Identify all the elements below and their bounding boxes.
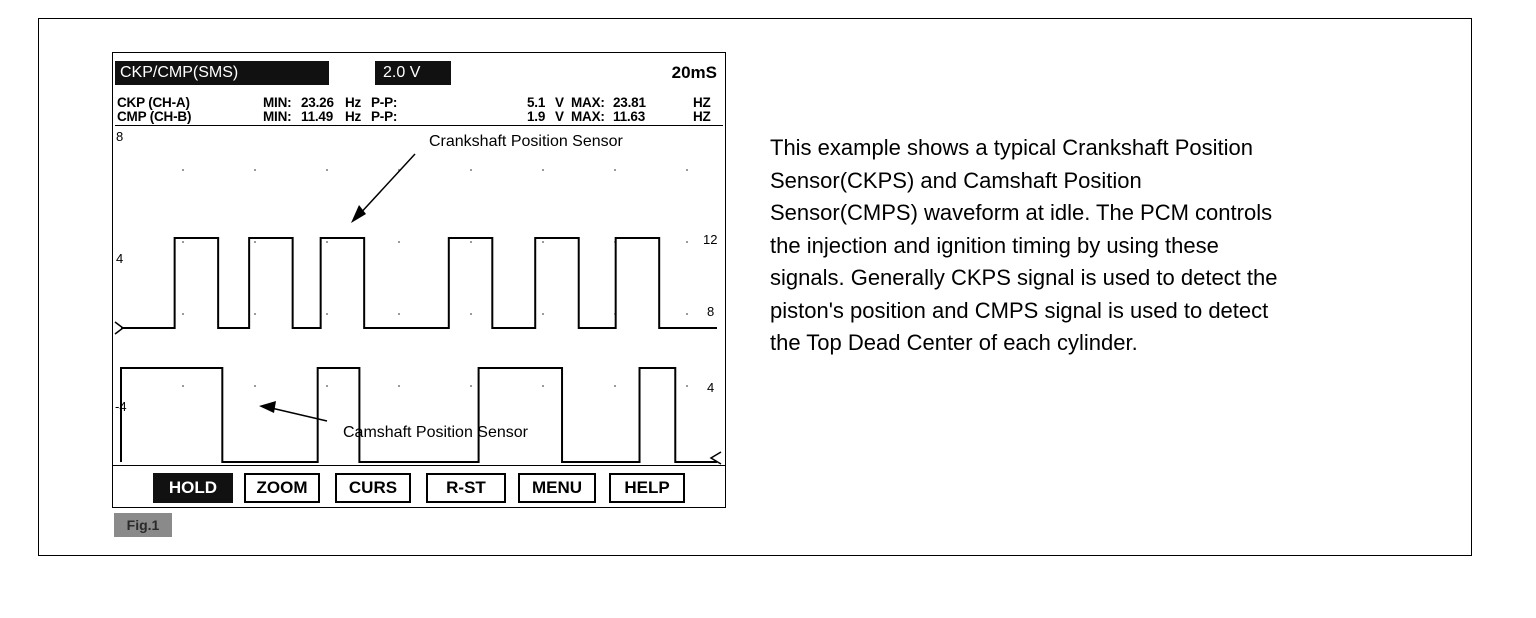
grid-dot: [254, 313, 256, 315]
ckp-waveform: [121, 237, 717, 329]
camshaft-label: Camshaft Position Sensor: [343, 424, 529, 441]
grid-dot: [686, 241, 688, 243]
curs-button[interactable]: CURS: [335, 473, 411, 503]
softkey-divider: [113, 465, 725, 466]
description-line: signals. Generally CKPS signal is used t…: [770, 265, 1278, 290]
grid-dot: [254, 241, 256, 243]
scope-title: CKP/CMP(SMS): [120, 64, 239, 81]
cmp-pp-label: P-P:: [371, 109, 398, 124]
ckp-min-value: 23.26: [301, 95, 334, 110]
grid-dot: [686, 313, 688, 315]
oscilloscope-screen: CKP/CMP(SMS) 2.0 V 20mS CKP (CH-A) MIN: …: [112, 52, 726, 508]
grid-dot: [326, 241, 328, 243]
right-scale-top: 12: [703, 232, 717, 247]
cmp-pp-value: 1.9: [527, 109, 546, 124]
grid-dot: [686, 169, 688, 171]
ckp-min-unit: Hz: [345, 95, 362, 110]
grid-dot: [182, 169, 184, 171]
cmp-max-value: 11.63: [613, 109, 646, 124]
left-scale-upper: 4: [116, 251, 123, 266]
ckp-max-unit: HZ: [693, 95, 711, 110]
ckp-pp-unit: V: [555, 95, 564, 110]
volt-div-badge: 2.0 V: [375, 61, 451, 85]
ckp-pp-label: P-P:: [371, 95, 398, 110]
cmp-max-label: MAX:: [571, 109, 605, 124]
right-scale-middle: 8: [707, 304, 714, 319]
grid-dot: [542, 313, 544, 315]
grid-dot: [470, 313, 472, 315]
cmp-min-value: 11.49: [301, 109, 334, 124]
reset-button[interactable]: R-ST: [426, 473, 506, 503]
cmp-min-label: MIN:: [263, 109, 292, 124]
description-line: Sensor(CMPS) waveform at idle. The PCM c…: [770, 200, 1273, 225]
figure-tag: Fig.1: [114, 513, 172, 537]
ckp-max-value: 23.81: [613, 95, 646, 110]
cmp-waveform: [120, 367, 717, 463]
crankshaft-arrow-icon: [351, 205, 366, 223]
grid-dot: [326, 313, 328, 315]
ckp-min-label: MIN:: [263, 95, 292, 110]
grid-dots: [182, 169, 688, 387]
volt-div: 2.0 V: [383, 64, 421, 81]
camshaft-arrow-icon: [259, 401, 276, 413]
waveform-display: 8 4 -4 -8 12 8 4 Crankshaft Position Sen…: [114, 129, 722, 465]
crankshaft-arrow-line: [356, 153, 416, 218]
grid-dot: [542, 241, 544, 243]
description-line: the Top Dead Center of each cylinder.: [770, 330, 1138, 355]
description-line: piston's position and CMPS signal is use…: [770, 297, 1269, 323]
grid-dot: [470, 385, 472, 387]
ch-a-marker-icon: [114, 321, 125, 335]
left-scale-top: 8: [116, 129, 123, 144]
camshaft-arrow-line: [266, 406, 328, 422]
hold-button[interactable]: HOLD: [153, 473, 233, 503]
grid-dot: [470, 169, 472, 171]
grid-dot: [542, 169, 544, 171]
description-line: This example shows a typical Crankshaft …: [770, 135, 1253, 160]
grid-dot: [254, 385, 256, 387]
description-text: This example shows a typical Crankshaft …: [770, 132, 1420, 360]
grid-dot: [614, 385, 616, 387]
description-line: Sensor(CKPS) and Camshaft Position: [770, 167, 1142, 193]
grid-dot: [398, 241, 400, 243]
menu-button[interactable]: MENU: [518, 473, 596, 503]
grid-dot: [182, 241, 184, 243]
figure-frame: [38, 18, 1472, 556]
cmp-pp-unit: V: [555, 109, 564, 124]
grid-dot: [686, 385, 688, 387]
ckp-channel-name: CKP (CH-A): [117, 95, 190, 110]
readout-divider: [115, 125, 723, 126]
grid-dot: [398, 313, 400, 315]
ch-b-marker-icon: [709, 451, 722, 465]
grid-dot: [182, 385, 184, 387]
right-scale-bottom: 4: [707, 380, 714, 395]
timebase: 20mS: [671, 63, 717, 82]
grid-dot: [254, 169, 256, 171]
crankshaft-label: Crankshaft Position Sensor: [429, 133, 624, 150]
grid-dot: [326, 385, 328, 387]
zoom-button[interactable]: ZOOM: [244, 473, 320, 503]
grid-dot: [470, 241, 472, 243]
ckp-pp-value: 5.1: [527, 95, 546, 110]
grid-dot: [326, 169, 328, 171]
grid-dot: [398, 385, 400, 387]
cmp-channel-name: CMP (CH-B): [117, 109, 192, 124]
help-button[interactable]: HELP: [609, 473, 685, 503]
ckp-max-label: MAX:: [571, 95, 605, 110]
scope-title-badge: CKP/CMP(SMS): [115, 61, 329, 85]
grid-dot: [542, 385, 544, 387]
cmp-min-unit: Hz: [345, 109, 362, 124]
cmp-max-unit: HZ: [693, 109, 711, 124]
grid-dot: [182, 313, 184, 315]
description-line: the injection and ignition timing by usi…: [770, 232, 1219, 258]
grid-dot: [614, 169, 616, 171]
